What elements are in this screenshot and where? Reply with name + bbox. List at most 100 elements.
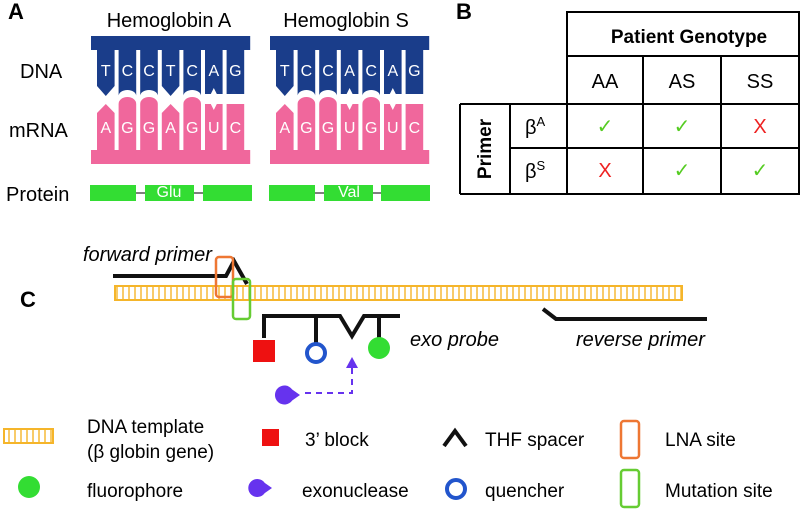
legend: DNA template (β globin gene) 3’ block TH… [3,417,773,509]
hb-s-dna-letter-0: T [280,63,290,80]
hb-s-dna-letter-1: C [301,63,313,80]
hb-s-dna-base-0 [276,48,294,96]
hb-a-mrna-base-6 [226,104,245,152]
hb-s-dna-base-2 [319,48,337,96]
column-as: AS [669,71,696,93]
hb-a-mrna-base-2 [140,97,158,152]
hb-a-mrna-backbone [91,150,251,164]
forward-primer-label: forward primer [83,244,213,266]
legend-thf-icon [442,427,468,448]
hb-a-dna-base-1 [118,48,137,96]
hb-s-mrna-base-4 [362,97,380,152]
hemoglobin-s-protein: Val [269,184,430,201]
hb-s-mrna-letter-1: G [300,120,312,137]
hb-s-mrna-base-6 [405,104,424,152]
hb-s-mrna-letter-5: U [387,120,399,137]
hb-s-dna-base-4 [362,48,380,96]
hb-a-mrna-letter-3: A [165,120,176,137]
hb-a-mrna-letter-4: G [186,120,198,137]
dna-row-label: DNA [20,61,63,83]
val-label: Val [338,184,360,201]
hb-a-mrna-letter-2: G [143,120,155,137]
hb-a-mrna-base-3 [161,104,180,152]
panel-a: A Hemoglobin A Hemoglobin S DNA mRNA Pro… [6,0,430,206]
panel-c: C forward primer exo probe reverse prime… [20,244,707,405]
hemoglobin-a-protein: Glu [90,184,252,201]
hb-s-mrna-letter-2: G [322,120,334,137]
dna-template [114,285,683,301]
column-aa: AA [592,71,619,93]
legend-quencher-icon [445,478,467,500]
hemoglobin-s-title: Hemoglobin S [283,10,409,32]
mutation-site-box [231,277,252,321]
legend-template-icon [3,428,54,444]
legend-fluorophore-label: fluorophore [87,481,183,502]
reverse-primer-label: reverse primer [576,329,706,351]
exo-probe-strand [262,314,400,340]
cross-mark-0-2: X [753,116,766,138]
reverse-primer-strand [541,307,707,321]
hb-a-mrna-letter-5: U [208,120,220,137]
hb-a-dna-base-5 [205,48,223,94]
hb-s-mrna-base-3 [340,104,359,152]
panel-c-label: C [20,287,36,312]
hb-a-dna-letter-0: T [101,63,111,80]
probe-fluorophore [368,337,390,359]
hb-a-dna-base-4 [183,48,201,96]
hb-s-mrna-backbone [270,150,430,164]
primer-beta-s: βS [525,158,546,183]
legend-mutation-label: Mutation site [665,481,773,502]
exonuclease-icon [274,385,300,405]
hb-s-dna-letter-6: G [408,63,420,80]
forward-primer-strand [113,256,249,285]
hb-s-dna-base-3 [340,48,359,94]
hb-s-mrna-letter-0: A [279,120,290,137]
mrna-row-label: mRNA [9,120,69,142]
legend-fluorophore-icon [18,476,40,498]
hb-s-mrna-letter-3: U [344,120,356,137]
legend-template-label-1: DNA template [87,417,204,438]
hb-a-dna-letter-4: C [186,63,198,80]
check-mark-1-1: ✓ [674,160,691,182]
hb-a-dna-base-0 [97,48,115,96]
legend-lna-label: LNA site [665,430,736,451]
hb-a-mrna-letter-1: G [121,120,133,137]
hb-s-mrna-letter-6: C [409,120,421,137]
hb-s-dna-base-6 [405,48,424,94]
legend-lna-icon [619,419,641,460]
panel-a-label: A [8,0,24,24]
hb-a-dna-letter-3: T [166,63,176,80]
hb-s-mrna-letter-4: G [365,120,377,137]
genotype-table-grid [459,11,800,195]
hb-s-mrna-base-0 [276,104,294,152]
hb-a-mrna-base-5 [205,104,223,152]
hb-s-dna-letter-5: A [387,63,398,80]
check-mark-1-2: ✓ [752,160,769,182]
hb-a-mrna-base-1 [118,97,137,152]
hb-a-dna-letter-5: A [208,63,219,80]
legend-template-label-2: (β globin gene) [87,442,214,463]
genotype-results: ✓✓XX✓✓ [597,116,769,182]
hb-a-dna-base-2 [140,48,158,96]
hb-a-mrna-base-4 [183,97,201,152]
legend-block-label: 3’ block [305,430,369,451]
hb-a-mrna-letter-0: A [100,120,111,137]
cleavage-arrowhead [346,357,358,368]
hb-s-dna-base-5 [384,48,402,94]
three-prime-block [253,340,275,362]
probe-quencher [305,342,327,364]
hb-s-mrna-base-1 [297,97,316,152]
protein-row-label: Protein [6,184,69,206]
column-ss: SS [747,71,774,93]
exo-probe-label: exo probe [410,329,499,351]
primer-row-header: Primer [475,118,496,179]
hb-s-mrna-base-2 [319,97,337,152]
check-mark-0-1: ✓ [674,116,691,138]
hemoglobin-a-title: Hemoglobin A [107,10,232,32]
legend-block-icon [262,429,279,446]
hb-a-dna-letter-1: C [122,63,134,80]
legend-quencher-label: quencher [485,481,565,502]
